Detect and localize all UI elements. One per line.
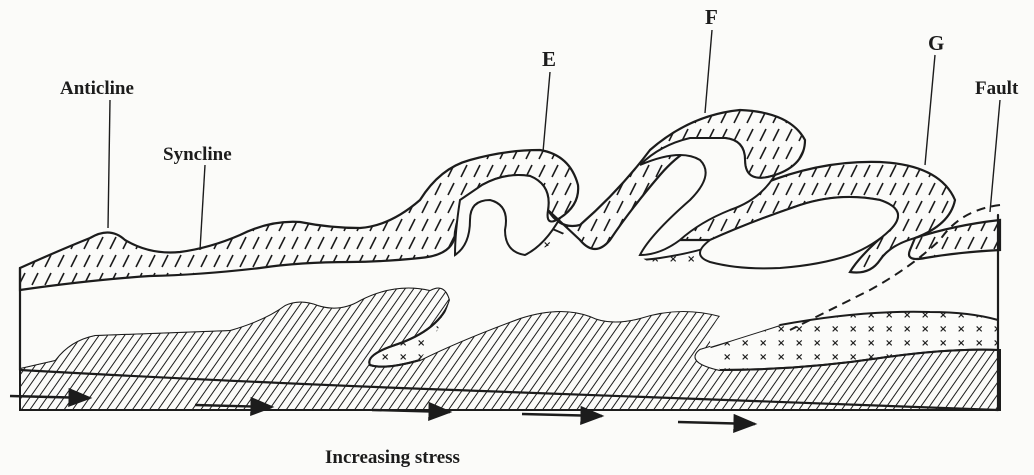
- fault-leader: [990, 100, 1000, 212]
- syncline-label: Syncline: [163, 144, 232, 165]
- fault-label: Fault: [975, 78, 1019, 99]
- stress-arrow-5: [678, 422, 755, 424]
- stress-arrow-4: [522, 414, 602, 416]
- syncline-leader: [200, 165, 205, 250]
- fold-f-label: F: [705, 5, 718, 29]
- fold-g-leader: [925, 55, 935, 165]
- anticline-leader: [108, 100, 110, 228]
- fold-e-leader: [543, 72, 550, 152]
- stress-caption: Increasing stress: [325, 447, 460, 468]
- fold-e-label: E: [542, 47, 556, 71]
- anticline-label: Anticline: [60, 78, 134, 99]
- fold-f-leader: [705, 30, 712, 113]
- fold-g-label: G: [928, 31, 944, 55]
